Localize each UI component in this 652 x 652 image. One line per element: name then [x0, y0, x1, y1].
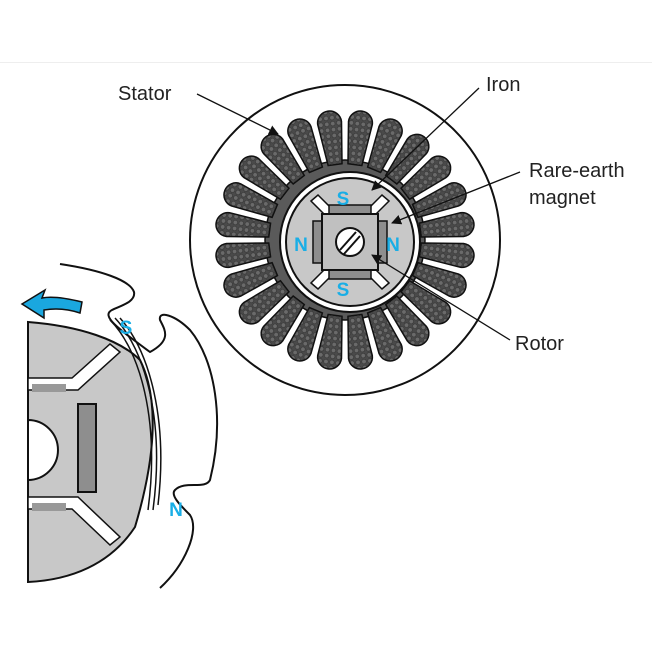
winding-slot	[347, 313, 374, 370]
pole-right: N	[386, 235, 400, 256]
winding-slot	[260, 295, 306, 347]
winding-slot	[316, 313, 343, 370]
winding-slot	[411, 182, 467, 219]
winding-slot	[238, 279, 290, 325]
pole-left: N	[294, 235, 308, 256]
winding-slot	[400, 279, 452, 325]
iron-leader	[371, 87, 480, 191]
winding-slot	[418, 242, 475, 269]
winding-slot	[287, 118, 324, 174]
shaft	[335, 227, 365, 257]
winding-slot	[287, 306, 324, 362]
winding-slot	[238, 155, 290, 201]
winding-slot	[260, 133, 306, 185]
rotor	[279, 171, 421, 313]
rotor-detail-view	[20, 263, 219, 589]
winding-slot	[400, 155, 452, 201]
pole-top: S	[337, 189, 350, 210]
label-iron: Iron	[486, 74, 520, 96]
stator-leader	[196, 93, 279, 135]
winding-slot	[347, 110, 374, 167]
winding-slot	[366, 306, 403, 362]
detail-pole-south: S	[120, 318, 133, 339]
pole-bottom: S	[337, 280, 350, 301]
winding-slot	[223, 261, 279, 298]
rotation-arrow	[20, 288, 83, 320]
divider	[0, 62, 652, 63]
winding-slot	[366, 118, 403, 174]
winding-slot	[223, 182, 279, 219]
magnet-leader	[391, 171, 521, 225]
detail-pole-north: N	[169, 500, 183, 521]
winding-slot	[384, 295, 430, 347]
rotor-leader	[371, 254, 511, 341]
label-stator: Stator	[118, 83, 172, 105]
label-magnet-line2: magnet	[529, 187, 596, 209]
label-magnet-line1: Rare-earth	[529, 160, 625, 182]
winding-slot	[411, 261, 467, 298]
winding-slot	[418, 211, 475, 238]
winding-slot	[316, 110, 343, 167]
label-rotor: Rotor	[515, 333, 564, 355]
winding-slot	[215, 211, 272, 238]
winding-slot	[215, 242, 272, 269]
